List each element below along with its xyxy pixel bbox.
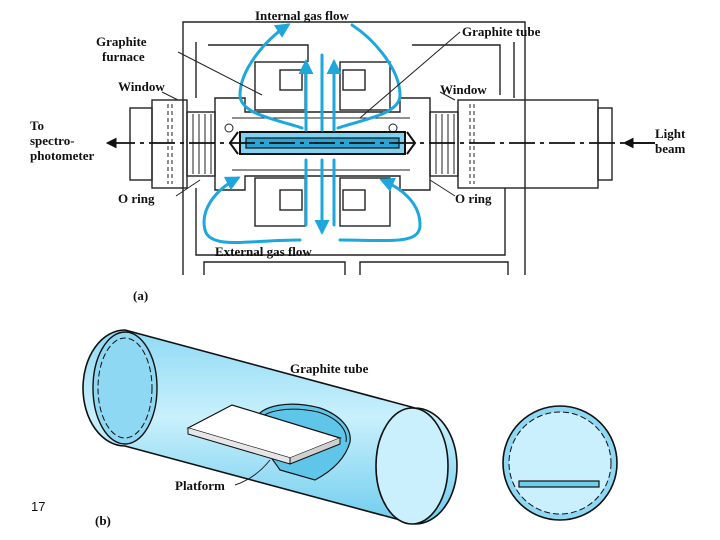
tube-cross-section xyxy=(502,405,618,521)
platform-slab xyxy=(186,404,342,465)
light-beam-label-line2: beam xyxy=(655,141,686,156)
graphite-tube-bottom-label: Graphite tube xyxy=(290,361,369,376)
o-ring-right-label: O ring xyxy=(455,191,492,206)
page-number: 17 xyxy=(31,499,45,514)
window-left-label: Window xyxy=(118,79,165,94)
graphite-furnace-label-line2: furnace xyxy=(102,49,145,64)
light-beam-label-line1: Light xyxy=(655,126,686,141)
panel-a-label: (a) xyxy=(133,288,148,303)
to-spectrophotometer-label-line1: To xyxy=(30,118,44,133)
platform-label: Platform xyxy=(175,478,225,493)
o-ring-left-label: O ring xyxy=(118,191,155,206)
graphite-furnace-label-line1: Graphite xyxy=(96,34,147,49)
panel-b-label: (b) xyxy=(95,513,111,528)
label-leaders xyxy=(161,31,461,197)
window-right-label: Window xyxy=(440,82,487,97)
external-gas-flow-label: External gas flow xyxy=(215,244,312,259)
to-spectrophotometer-label-line3: photometer xyxy=(30,148,94,163)
external-gas-flow-arrows xyxy=(202,158,422,244)
to-spectrophotometer-label-line2: spectro- xyxy=(30,133,75,148)
graphite-tube-top-label: Graphite tube xyxy=(462,24,541,39)
internal-gas-flow-label: Internal gas flow xyxy=(255,8,350,23)
internal-gas-flow-arrows xyxy=(238,23,402,132)
